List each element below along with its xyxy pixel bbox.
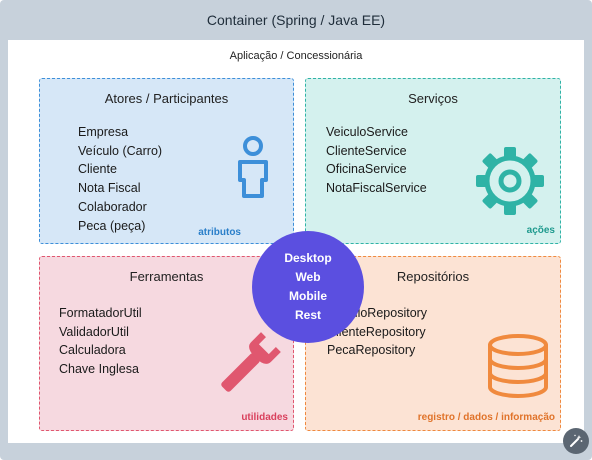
list-item: FormatadorUtil — [59, 306, 142, 320]
magic-wand-icon — [570, 434, 583, 447]
application-box: Aplicação / Concessionária Atores / Part… — [8, 40, 584, 443]
tag-label: ações — [526, 225, 555, 236]
tag-label: atributos — [198, 227, 241, 238]
list-item: ClienteService — [326, 143, 407, 158]
quadrant-servicos: Serviços VeiculoService ClienteService O… — [305, 78, 561, 244]
database-icon — [488, 334, 548, 398]
list-item: Chave Inglesa — [59, 362, 139, 377]
gear-icon — [476, 147, 544, 215]
list-item: PecaRepository — [327, 343, 416, 358]
list-item: ClienteRepository — [327, 324, 426, 339]
list-item: Peca (peça) — [78, 218, 146, 233]
quadrant-title: Atores / Participantes — [104, 91, 229, 106]
list-item: NotaFiscalService — [326, 181, 427, 196]
person-icon — [238, 136, 268, 198]
quadrant-repositorios: Repositórios VeiculoRepository ClienteRe… — [305, 256, 561, 431]
magic-wand-button[interactable] — [563, 428, 589, 454]
list-item: ValidadorUtil — [59, 324, 129, 339]
platform-label: Rest — [294, 308, 321, 322]
list-item: Veículo (Carro) — [78, 143, 163, 158]
quadrant-title: Serviços — [408, 91, 458, 106]
item-list: VeiculoService ClienteService OficinaSer… — [326, 123, 427, 198]
list-item: Colaborador — [78, 199, 147, 214]
quadrant-atores: Atores / Participantes Empresa Veículo (… — [39, 78, 294, 244]
list-item: Calculadora — [59, 343, 126, 358]
list-item: Nota Fiscal — [78, 181, 141, 196]
platforms-circle: Desktop Web Mobile Rest — [252, 231, 364, 343]
item-list: Empresa Veículo (Carro) Cliente Nota Fis… — [78, 123, 162, 235]
application-title: Aplicação / Concessionária — [229, 50, 363, 62]
platform-label: Mobile — [289, 289, 327, 303]
platform-label: Desktop — [284, 251, 332, 265]
container-title: Container (Spring / Java EE) — [206, 12, 386, 28]
list-item: Cliente — [78, 162, 117, 177]
platform-label: Web — [295, 270, 321, 284]
quadrant-title: Ferramentas — [129, 269, 204, 284]
list-item: Empresa — [78, 125, 129, 139]
item-list: FormatadorUtil ValidadorUtil Calculadora… — [59, 304, 142, 379]
tag-label: registro / dados / informação — [417, 412, 555, 423]
list-item: OficinaService — [326, 162, 407, 177]
wrench-icon — [221, 332, 281, 392]
quadrant-ferramentas: Ferramentas FormatadorUtil ValidadorUtil… — [39, 256, 294, 431]
quadrant-title: Repositórios — [396, 269, 470, 284]
tag-label: utilidades — [241, 412, 288, 423]
list-item: VeiculoService — [326, 125, 408, 139]
